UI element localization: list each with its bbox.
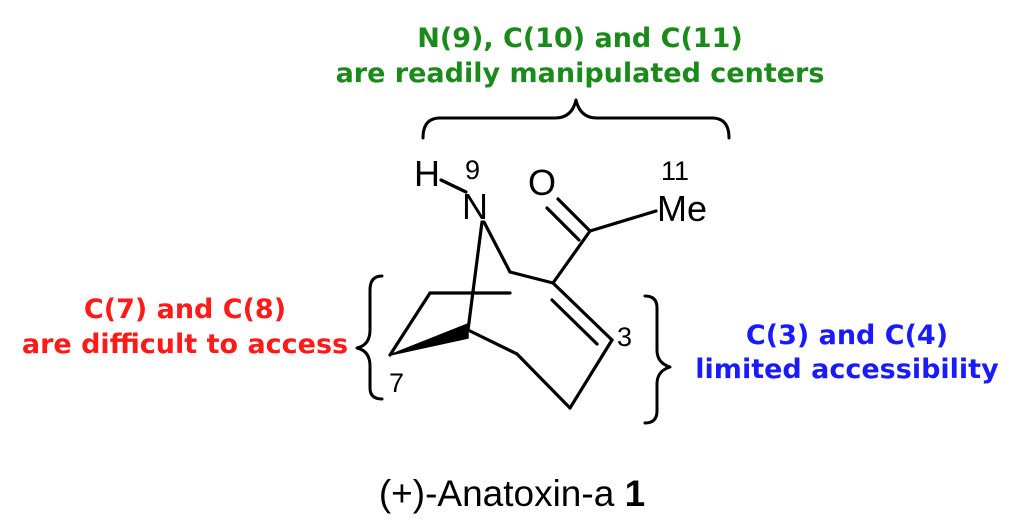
bond-c8-c7	[388, 291, 432, 357]
right-annotation-line1: C(3) and C(4)	[746, 320, 948, 351]
compound-number: 1	[625, 473, 646, 514]
left-annotation-line2: are difficult to access	[22, 329, 348, 360]
locant-9: 9	[465, 155, 480, 185]
bond-c2-c3-inner	[550, 298, 599, 346]
bond-n-c5	[482, 220, 512, 274]
locant-11: 11	[661, 156, 689, 186]
atom-nitrogen: N	[462, 186, 488, 227]
bond-c5-c2	[508, 270, 555, 285]
atom-oxygen: O	[528, 162, 556, 203]
right-curly-brace	[643, 294, 672, 425]
bond-c10-o	[556, 197, 592, 233]
bond-h-n	[439, 178, 468, 194]
bond-c10-me	[588, 209, 658, 233]
top-curly-brace	[421, 98, 731, 140]
compound-caption: (+)-Anatoxin-a 1	[379, 473, 645, 514]
locant-3: 3	[617, 322, 632, 352]
bond-c3-c4	[568, 338, 614, 410]
bond-c2-c3	[551, 281, 614, 342]
bond-c5b-bridgehead	[466, 328, 519, 356]
left-annotation: C(7) and C(8) are difficult to access	[22, 294, 348, 360]
locant-7: 7	[389, 368, 404, 398]
top-annotation-line2: are readily manipulated centers	[336, 58, 825, 89]
bond-c2-c10	[551, 229, 592, 285]
left-curly-brace	[355, 274, 384, 401]
left-annotation-line1: C(7) and C(8)	[84, 294, 286, 325]
right-annotation-line2: limited accessibility	[695, 354, 999, 385]
right-annotation: C(3) and C(4) limited accessibility	[695, 320, 999, 385]
molecule-bonds	[388, 178, 658, 410]
wedge-bond-bridgehead-c8	[389, 323, 469, 356]
bond-c4-c5b	[515, 352, 572, 410]
atom-methyl: Me	[657, 188, 707, 229]
compound-name: (+)-Anatoxin-a	[379, 473, 615, 514]
top-annotation-line1: N(9), C(10) and C(11)	[417, 23, 742, 54]
top-annotation: N(9), C(10) and C(11) are readily manipu…	[336, 23, 825, 89]
bond-c10-o-inner	[545, 206, 581, 242]
bond-n-bridgehead	[466, 220, 484, 332]
atom-hydrogen: H	[414, 153, 440, 194]
